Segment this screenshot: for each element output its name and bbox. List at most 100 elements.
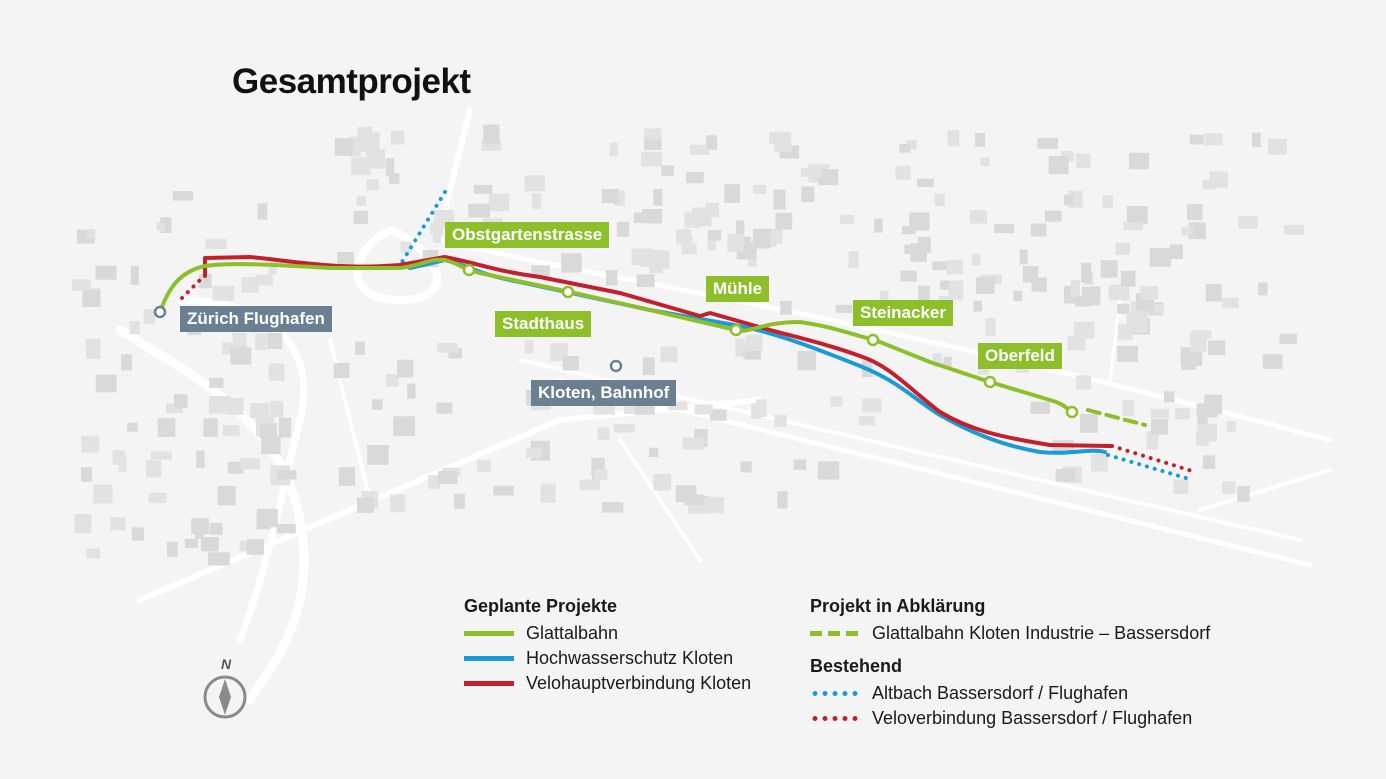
station-marker-flughafen[interactable]	[153, 305, 167, 319]
building	[129, 321, 140, 335]
building	[1090, 286, 1101, 304]
building	[389, 173, 400, 184]
building	[994, 223, 1015, 234]
building	[246, 539, 264, 555]
legend-item-altbach: Altbach Bassersdorf / Flughafen	[810, 681, 1210, 706]
building	[818, 169, 839, 186]
legend-item-velo: Velohauptverbindung Kloten	[464, 671, 751, 696]
building	[1226, 420, 1237, 432]
stop-marker-oberfeld[interactable]	[983, 375, 997, 389]
building	[561, 253, 582, 273]
building	[165, 403, 183, 414]
building	[1048, 156, 1069, 175]
building	[653, 474, 672, 491]
building	[366, 148, 386, 169]
building	[473, 184, 493, 194]
stop-marker-stadthaus[interactable]	[561, 285, 575, 299]
legend-heading-existing: Bestehend	[810, 656, 903, 676]
building	[686, 171, 704, 184]
stop-marker-end[interactable]	[1065, 405, 1079, 419]
stop-label-muehle[interactable]: Mühle	[706, 276, 770, 302]
building	[1037, 137, 1059, 149]
building	[740, 461, 752, 473]
building	[241, 277, 260, 293]
building	[85, 338, 101, 359]
building	[483, 124, 500, 144]
legend-label: Glattalbahn Kloten Industrie – Bassersdo…	[872, 623, 1211, 643]
station-marker-kloten[interactable]	[609, 359, 623, 373]
building	[1075, 375, 1092, 390]
building	[1189, 332, 1207, 353]
building	[946, 259, 963, 275]
building	[975, 133, 986, 147]
building	[1262, 354, 1283, 369]
stop-label-stadthaus[interactable]: Stadthaus	[495, 311, 592, 337]
building	[817, 461, 840, 480]
building	[112, 450, 125, 465]
building	[947, 130, 960, 147]
building	[1100, 260, 1118, 278]
stop-marker-steinacker[interactable]	[866, 333, 880, 347]
building	[668, 401, 688, 411]
building	[684, 212, 701, 228]
building	[151, 451, 172, 460]
building	[481, 139, 502, 151]
building	[727, 233, 744, 253]
building	[207, 552, 230, 566]
building	[255, 274, 273, 286]
stop-marker-muehle[interactable]	[729, 323, 743, 337]
building	[230, 347, 252, 365]
building	[160, 217, 172, 234]
building	[372, 399, 383, 410]
station-label-flughafen[interactable]: Zürich Flughafen	[180, 306, 332, 332]
building	[355, 341, 365, 355]
building	[397, 359, 414, 378]
building	[835, 304, 853, 313]
building	[239, 458, 261, 470]
building	[184, 538, 198, 548]
building	[661, 165, 674, 176]
building	[1154, 304, 1164, 313]
building	[682, 437, 705, 450]
building	[333, 362, 350, 379]
building	[524, 340, 534, 354]
building	[633, 212, 648, 223]
building	[86, 548, 101, 559]
building	[167, 541, 178, 557]
building	[644, 139, 662, 150]
legend-item-glattalbahn-industrie: Glattalbahn Kloten Industrie – Bassersdo…	[810, 621, 1210, 646]
legend-label: Hochwasserschutz Kloten	[526, 648, 734, 668]
building	[222, 425, 240, 436]
building	[1064, 194, 1074, 206]
building	[209, 522, 223, 535]
building	[780, 300, 792, 315]
stop-marker-obstgartenstrasse[interactable]	[462, 263, 476, 277]
stop-label-obstgartenstrasse[interactable]: Obstgartenstrasse	[445, 222, 610, 248]
building	[874, 218, 883, 233]
building	[353, 210, 368, 225]
blue-dotted-swatch	[810, 691, 860, 696]
building	[121, 354, 132, 371]
building	[438, 471, 458, 485]
red-dotted-swatch	[810, 716, 860, 721]
building	[196, 450, 205, 468]
building	[660, 346, 678, 363]
building	[74, 514, 92, 534]
building	[1283, 224, 1304, 235]
building	[709, 497, 725, 513]
building	[1237, 486, 1250, 502]
building	[932, 261, 952, 271]
stop-label-oberfeld[interactable]: Oberfeld	[978, 343, 1062, 369]
stop-label-steinacker[interactable]: Steinacker	[853, 300, 953, 326]
blue-line-swatch	[464, 656, 514, 661]
building	[1081, 262, 1092, 283]
building	[250, 403, 270, 419]
station-label-kloten[interactable]: Kloten, Bahnhof	[531, 380, 677, 406]
building	[531, 265, 550, 278]
building	[255, 333, 267, 351]
building	[1044, 210, 1062, 222]
building	[1181, 227, 1194, 236]
building	[653, 188, 663, 206]
building	[1186, 203, 1203, 221]
building	[146, 460, 162, 478]
